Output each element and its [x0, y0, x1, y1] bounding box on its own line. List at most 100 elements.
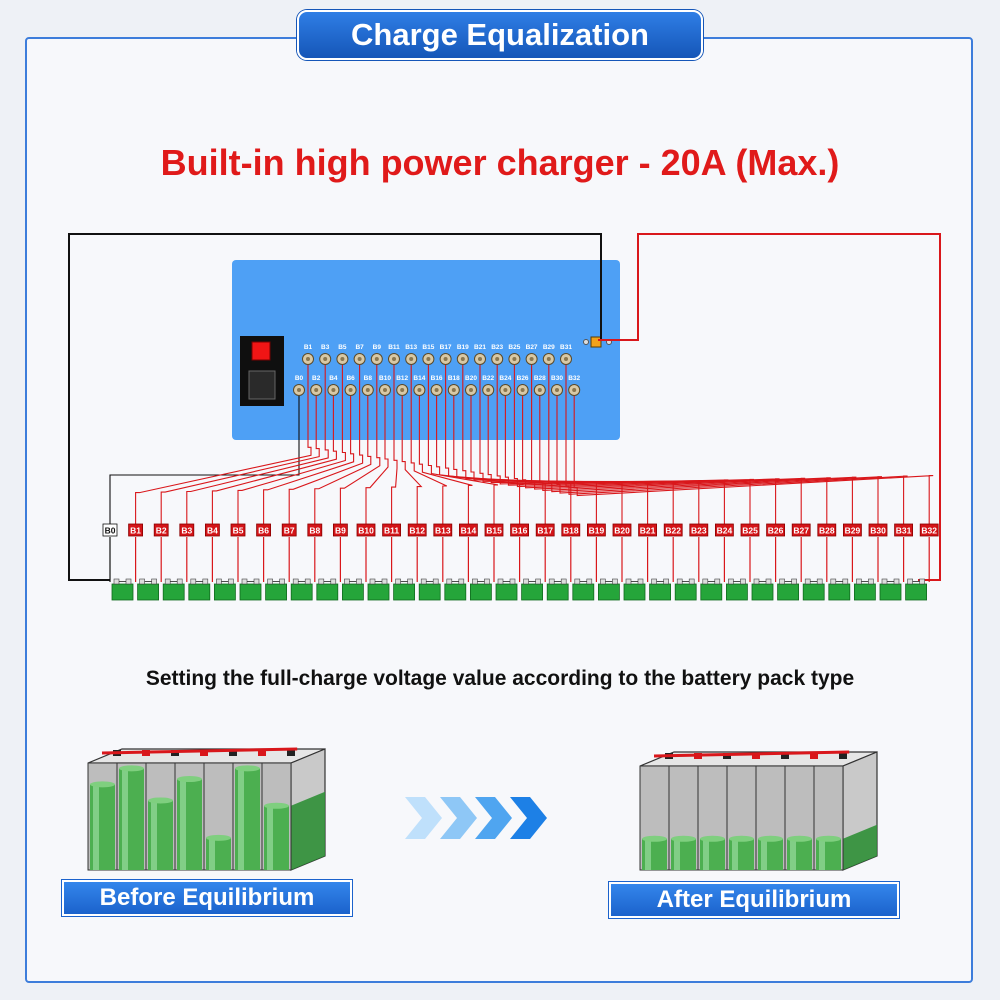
- terminal-label: B3: [321, 344, 330, 351]
- cell-terminal: [381, 578, 388, 585]
- cell-terminal: [253, 578, 260, 585]
- battery-cell: [137, 583, 160, 601]
- terminal-screw: [564, 357, 568, 361]
- terminal-screw: [426, 357, 431, 361]
- balance-wire: [288, 364, 364, 526]
- terminal-label: B16: [431, 375, 443, 382]
- cell-terminal: [139, 578, 145, 585]
- cell-terminal: [509, 578, 516, 585]
- cell-terminal: [113, 578, 120, 585]
- after-equilibrium-label: After Equilibrium: [609, 882, 899, 918]
- terminal-label: B28: [534, 375, 546, 382]
- balance-wire: [573, 395, 934, 526]
- cable-tag: [179, 523, 195, 537]
- terminal-screw: [297, 388, 301, 392]
- terminal-screw: [409, 357, 414, 361]
- terminal-screw: [572, 388, 577, 392]
- terminal-label: B11: [388, 344, 400, 351]
- cell-terminal: [688, 578, 695, 585]
- cell-charge-top: [671, 835, 696, 842]
- terminal-label: B12: [396, 375, 408, 382]
- cable-tag: [663, 523, 683, 537]
- cell-terminal: [676, 578, 683, 585]
- cell-highlight: [180, 779, 186, 870]
- cell-terminal: [279, 578, 285, 585]
- before-battery-pack: [87, 747, 326, 871]
- cable-tag-label: B28: [819, 526, 835, 536]
- battery-cell: [751, 583, 774, 601]
- cable-tag: [919, 523, 939, 537]
- cable-tag-label: B9: [335, 526, 346, 536]
- cell-terminal: [765, 578, 772, 585]
- cable-tag: [715, 523, 734, 537]
- cell-terminal: [612, 578, 618, 585]
- battery-cell: [546, 583, 569, 601]
- output-connector: [590, 336, 602, 348]
- cable-tag-label: B2: [156, 526, 167, 536]
- terminal-screw: [357, 357, 362, 361]
- terminal-screw: [383, 388, 387, 392]
- battery-cell: [623, 583, 646, 601]
- terminal-screw: [306, 357, 310, 361]
- terminal-label: B4: [329, 375, 338, 382]
- cell-charge-top: [700, 835, 725, 842]
- cable-tag-label: B27: [793, 526, 809, 536]
- cell-highlight: [732, 838, 738, 870]
- cable-tag-label: B22: [665, 526, 681, 536]
- cable-tag-label: B12: [409, 526, 425, 536]
- terminal-screw: [331, 388, 336, 392]
- cable-tag-label: B17: [537, 526, 553, 536]
- battery-side-charge: [843, 824, 877, 870]
- cell-highlight: [761, 838, 767, 870]
- terminal-label: B10: [379, 375, 391, 382]
- cell-terminal: [753, 578, 760, 585]
- battery-cell: [777, 583, 799, 601]
- battery-cell: [572, 583, 595, 601]
- cell-terminal: [830, 578, 837, 585]
- battery-cell: [239, 583, 262, 601]
- terminal-label: B23: [491, 344, 503, 351]
- battery-cell: [495, 583, 518, 601]
- terminal-label: B19: [457, 344, 469, 351]
- cell-terminal: [523, 578, 529, 585]
- cell-terminal: [241, 578, 248, 585]
- cell-charge-top: [758, 835, 783, 842]
- cell-terminal: [728, 578, 734, 585]
- cable-tag: [843, 523, 862, 537]
- cable-tag: [153, 523, 169, 537]
- terminal-screw: [512, 357, 517, 361]
- cable-tag: [791, 523, 811, 537]
- cell-highlight: [93, 784, 99, 870]
- balance-wire: [401, 395, 423, 526]
- cell-highlight: [819, 838, 825, 870]
- cell-terminal: [804, 578, 811, 585]
- balance-wire: [314, 395, 372, 526]
- cell-terminal: [535, 578, 541, 585]
- terminal-screw: [392, 357, 396, 361]
- balance-wire: [391, 364, 398, 526]
- balance-wire: [365, 395, 389, 526]
- cell-terminal: [714, 578, 721, 585]
- terminal-label: B31: [560, 344, 572, 351]
- cable-tag-label: B6: [258, 526, 269, 536]
- terminal-screw: [546, 357, 551, 361]
- pack-terminal: [200, 750, 208, 756]
- cable-tag: [894, 523, 913, 537]
- terminal-screw: [314, 388, 319, 392]
- pack-terminal: [810, 753, 818, 759]
- battery-cell: [700, 583, 723, 601]
- cell-terminal: [881, 578, 888, 585]
- balance-wire: [339, 364, 381, 526]
- cable-tag-label: B1: [130, 526, 141, 536]
- cable-tag: [356, 523, 376, 537]
- terminal-label: B29: [543, 344, 555, 351]
- terminal-label: B21: [474, 344, 486, 351]
- battery-cell: [726, 583, 748, 601]
- cable-tag-label: B32: [921, 526, 937, 536]
- terminal-screw: [469, 388, 473, 392]
- cell-terminal: [304, 578, 311, 585]
- cell-terminal: [651, 578, 657, 585]
- cell-highlight: [703, 838, 709, 870]
- cell-charge-top: [177, 776, 202, 783]
- cell-terminal: [816, 578, 823, 585]
